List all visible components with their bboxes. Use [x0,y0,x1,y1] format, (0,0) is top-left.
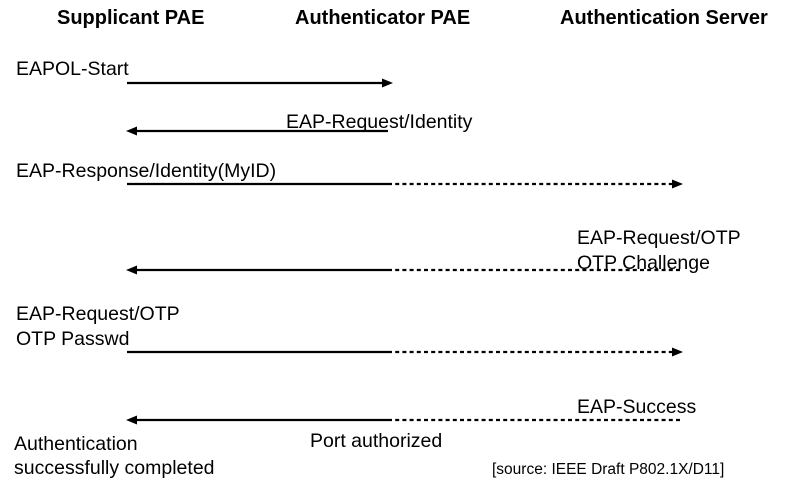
message-label-port-authorized: Port authorized [310,430,443,452]
status-label-authentication-complete-line2: successfully completed [14,457,215,479]
column-header-authenticator-pae: Authenticator PAE [295,7,471,29]
column-header-authentication-server: Authentication Server [560,7,768,29]
message-label-eap-request-otp-challenge-line2: OTP Challenge [577,252,710,274]
message-label-eap-request-identity: EAP-Request/Identity [286,111,473,133]
status-label-authentication-complete-line1: Authentication [14,433,138,455]
arrow-eapol-start [127,78,393,88]
arrow-eap-request-otp-challenge [126,265,680,275]
message-label-eap-request-otp-challenge-line1: EAP-Request/OTP [577,227,741,249]
message-label-eap-request-otp-passwd-line2: OTP Passwd [16,328,130,350]
arrow-eap-success [126,415,680,425]
column-header-supplicant-pae: Supplicant PAE [57,7,205,29]
arrow-eap-request-identity [126,126,388,136]
source-attribution-note: [source: IEEE Draft P802.1X/D11] [492,461,725,478]
message-label-eap-request-otp-passwd-line1: EAP-Request/OTP [16,303,180,325]
message-label-eap-response-identity-myid: EAP-Response/Identity(MyID) [16,160,277,182]
arrow-eap-response-identity [127,179,683,189]
message-label-eapol-start: EAPOL-Start [16,58,129,80]
message-label-eap-success: EAP-Success [577,396,697,418]
arrow-eap-request-otp-passwd [127,347,683,357]
